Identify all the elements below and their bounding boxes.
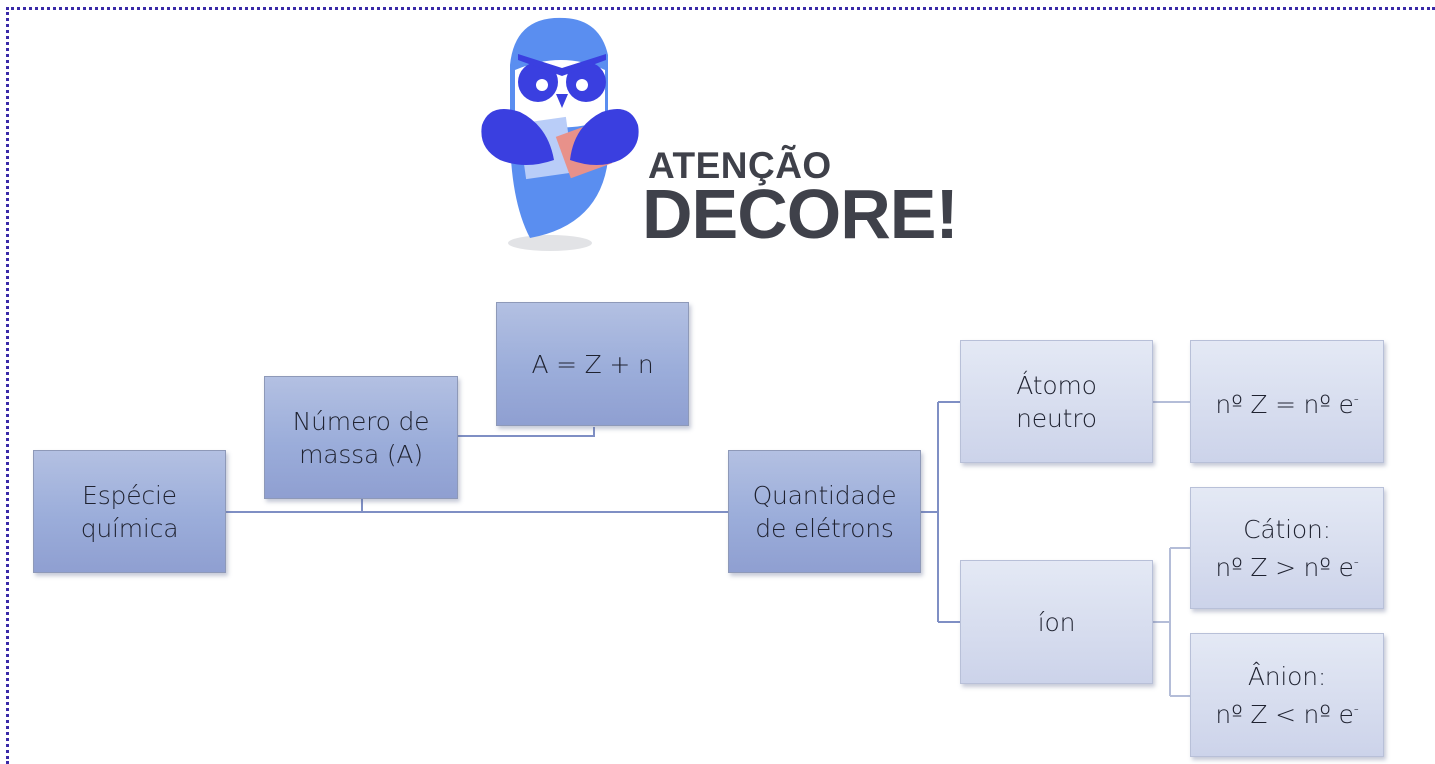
owl-wing-right xyxy=(570,108,639,165)
dotted-frame-top xyxy=(6,7,1435,10)
logo-line1: ATENÇÃO xyxy=(648,144,832,186)
owl-wing-left xyxy=(481,108,554,165)
logo-line2: DECORE! xyxy=(642,175,958,253)
owl-beak xyxy=(556,94,568,108)
dotted-frame-left xyxy=(6,7,9,764)
node-formula-massa: A = Z + n xyxy=(496,302,689,426)
electron-minus-superscript: - xyxy=(1353,553,1359,570)
node-anion-label: Ânion: nº Z < nº e xyxy=(1215,661,1354,729)
node-anion: Ânion: nº Z < nº e- xyxy=(1190,633,1384,757)
node-atomo-neutro: Átomo neutro xyxy=(960,340,1153,463)
node-quantidade-de-eletrons-label: Quantidade de elétrons xyxy=(752,480,897,543)
node-formula-massa-label: A = Z + n xyxy=(531,349,654,379)
node-numero-de-massa-label: Número de massa (A) xyxy=(292,406,430,469)
node-atomo-neutro-label: Átomo neutro xyxy=(1016,370,1097,433)
node-cation: Cátion: nº Z > nº e- xyxy=(1190,487,1384,609)
node-ion-label: íon xyxy=(1037,607,1076,637)
node-neutro-rule-label: nº Z = nº e xyxy=(1215,389,1354,419)
electron-minus-superscript: - xyxy=(1353,700,1359,717)
node-especie-quimica: Espécie química xyxy=(33,450,226,573)
electron-minus-superscript: - xyxy=(1353,390,1359,407)
owl-shadow xyxy=(508,235,592,251)
node-ion: íon xyxy=(960,560,1153,684)
node-especie-quimica-label: Espécie química xyxy=(80,480,179,543)
connector-massa-formula xyxy=(457,427,595,437)
node-numero-de-massa: Número de massa (A) xyxy=(264,376,458,499)
node-neutro-rule: nº Z = nº e- xyxy=(1190,340,1384,463)
node-quantidade-de-eletrons: Quantidade de elétrons xyxy=(728,450,921,573)
owl-brow xyxy=(518,54,606,76)
atencao-decore-logo: ATENÇÃO DECORE! xyxy=(481,17,959,253)
node-cation-label: Cátion: nº Z > nº e xyxy=(1215,514,1354,582)
